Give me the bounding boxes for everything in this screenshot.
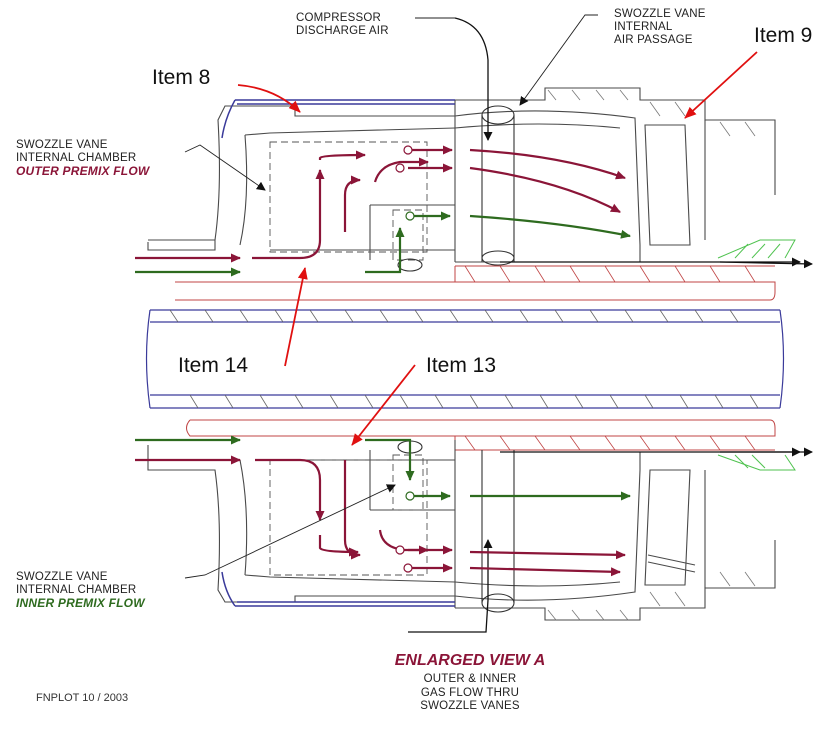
inner-premix-flow-label: INNER PREMIX FLOW <box>16 596 145 611</box>
outer-chamber-label: SWOZZLE VANE INTERNAL CHAMBER OUTER PREM… <box>16 139 149 179</box>
item-14-label: Item 14 <box>178 354 249 377</box>
view-subtitle-2: GAS FLOW THRU <box>420 686 520 699</box>
item-8-label: Item 8 <box>152 66 211 89</box>
air-flow-arrows <box>408 17 813 633</box>
lower-outer-casing <box>221 571 455 607</box>
view-title: ENLARGED VIEW A <box>394 652 546 669</box>
lower-dashed-chamber <box>269 454 428 576</box>
upper-dashed-chamber <box>269 141 428 261</box>
inner-tube-top-hatch <box>464 265 756 283</box>
inner-tube-top <box>175 265 776 301</box>
view-subtitle-1: OUTER & INNER <box>423 673 517 686</box>
upper-air-passage <box>397 105 515 272</box>
shaft-hatch <box>169 309 759 409</box>
callout-leaders <box>184 14 598 579</box>
inner-chamber-label: SWOZZLE VANE INTERNAL CHAMBER INNER PREM… <box>16 571 145 611</box>
vane-passage-line-2: INTERNAL <box>614 21 673 34</box>
vane-passage-line-3: AIR PASSAGE <box>614 34 693 47</box>
inner-chamber-line-2: INTERNAL CHAMBER <box>16 584 137 597</box>
lower-vane-body <box>147 440 776 621</box>
compressor-line-1: COMPRESSOR <box>296 12 382 24</box>
inner-chamber-line-1: SWOZZLE VANE <box>16 571 108 583</box>
outer-chamber-line-1: SWOZZLE VANE <box>16 139 108 151</box>
center-shaft <box>145 309 785 409</box>
item-13-label: Item 13 <box>426 354 497 377</box>
view-subtitle-3: SWOZZLE VANES <box>420 699 520 712</box>
upper-tip-green <box>717 239 796 259</box>
item-9-label: Item 9 <box>754 24 813 47</box>
inner-tube-bottom <box>186 419 776 451</box>
outer-chamber-line-2: INTERNAL CHAMBER <box>16 152 137 165</box>
upper-vane-body <box>147 87 776 263</box>
upper-hatching <box>547 89 756 137</box>
vane-passage-line-1: SWOZZLE VANE <box>614 8 706 20</box>
lower-air-passage <box>397 440 515 613</box>
inner-premix-flow <box>135 211 631 501</box>
compressor-line-2: DISCHARGE AIR <box>296 25 389 38</box>
lower-tip-green <box>717 454 796 471</box>
vane-passage-label: SWOZZLE VANE INTERNAL AIR PASSAGE <box>614 8 706 48</box>
outer-premix-flow <box>135 145 626 577</box>
inner-flow-nodes <box>405 211 415 501</box>
outer-premix-flow-label: OUTER PREMIX FLOW <box>16 164 150 179</box>
outer-flow-nodes <box>395 145 413 573</box>
inner-tube-bottom-hatch <box>464 435 756 451</box>
lower-hatching <box>547 571 756 621</box>
compressor-label: COMPRESSOR DISCHARGE AIR <box>296 12 389 38</box>
footer-label: FNPLOT 10 / 2003 <box>36 692 129 704</box>
upper-outer-casing <box>221 99 455 139</box>
view-caption: ENLARGED VIEW A OUTER & INNER GAS FLOW T… <box>380 652 560 713</box>
item-arrows <box>237 51 758 446</box>
